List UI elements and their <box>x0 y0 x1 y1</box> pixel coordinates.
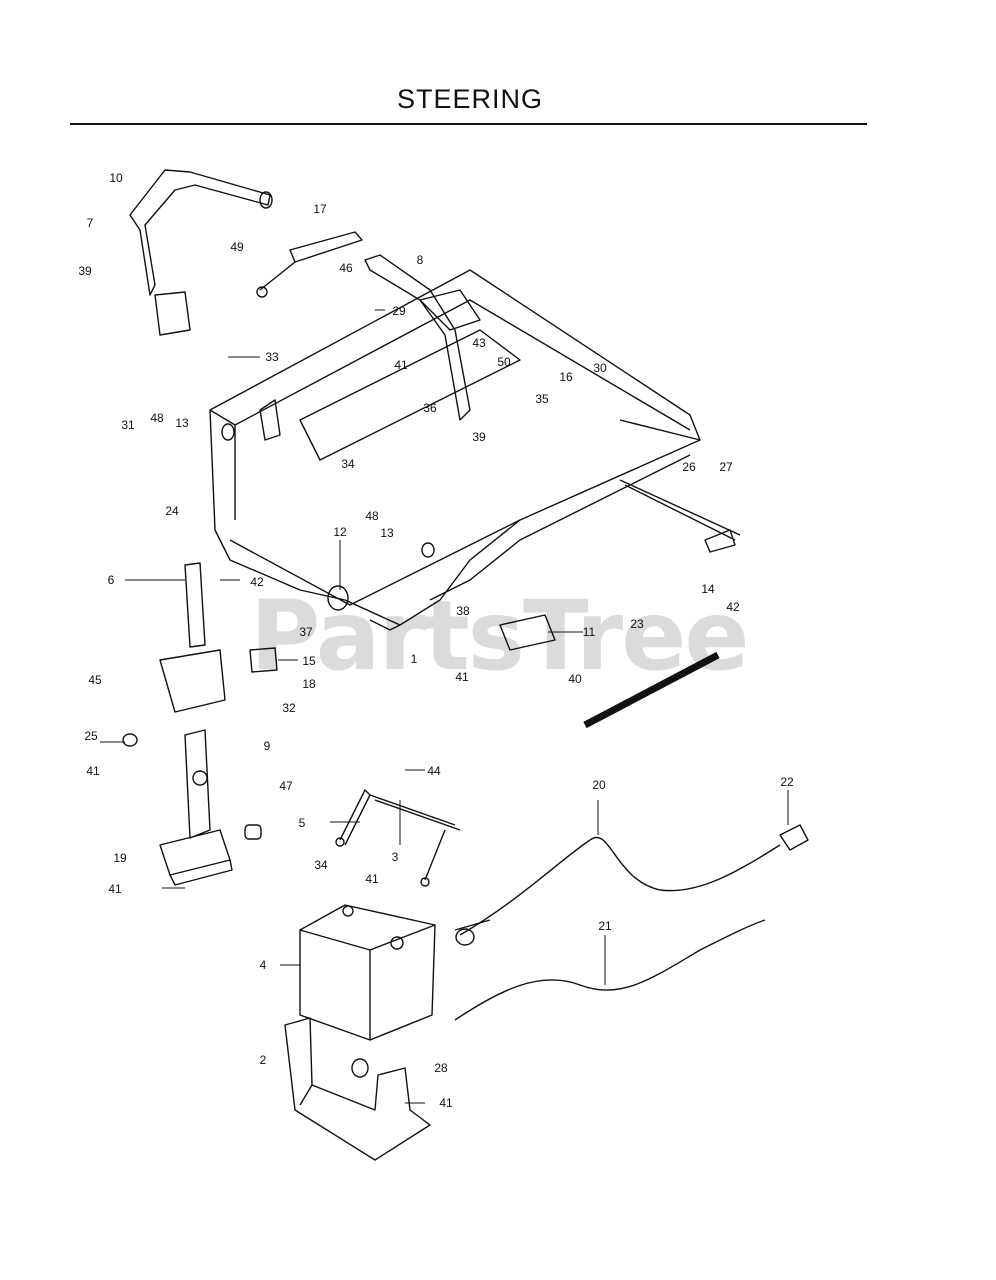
callout-37: 37 <box>299 625 313 639</box>
callout-35: 35 <box>535 392 549 406</box>
callout-14: 14 <box>701 582 715 596</box>
page-title: STEERING <box>396 84 544 114</box>
callout-30: 30 <box>593 361 607 375</box>
callout-38: 38 <box>456 604 470 618</box>
callout-9: 9 <box>263 739 271 753</box>
title-rule <box>70 123 867 125</box>
callout-22: 22 <box>780 775 794 789</box>
spring-bar <box>583 651 720 729</box>
callout-46: 46 <box>339 261 353 275</box>
callout-2: 2 <box>259 1053 267 1067</box>
mount-block <box>159 829 233 886</box>
callout-43: 43 <box>472 336 486 350</box>
callout-8: 8 <box>416 253 424 267</box>
callout-31: 31 <box>121 418 135 432</box>
callout-27: 27 <box>719 460 733 474</box>
callout-34b: 34 <box>314 858 328 872</box>
lever-tube <box>159 562 278 713</box>
callout-5: 5 <box>298 816 306 830</box>
callout-18: 18 <box>302 677 316 691</box>
leader-lines <box>100 309 789 1104</box>
callout-15: 15 <box>302 654 316 668</box>
damper-rod <box>256 231 363 298</box>
pivot-arm <box>122 729 262 840</box>
callout-33: 33 <box>265 350 279 364</box>
callout-44: 44 <box>427 764 441 778</box>
callout-29: 29 <box>392 304 406 318</box>
callout-42: 42 <box>250 575 264 589</box>
callout-41: 41 <box>394 358 408 372</box>
watermark: PartsTree <box>250 580 749 692</box>
callout-39: 39 <box>78 264 92 278</box>
callout-24: 24 <box>165 504 179 518</box>
battery <box>299 904 436 1041</box>
steering-levers <box>129 169 481 421</box>
right-shaft <box>619 479 741 553</box>
battery-tray <box>284 1017 431 1161</box>
callout-50: 50 <box>497 355 511 369</box>
cables <box>454 824 809 1021</box>
callout-41c: 41 <box>86 764 100 778</box>
callout-48b: 48 <box>365 509 379 523</box>
callout-39b: 39 <box>472 430 486 444</box>
callout-6: 6 <box>107 573 115 587</box>
callout-12: 12 <box>333 525 347 539</box>
callout-36: 36 <box>423 401 437 415</box>
callout-13b: 13 <box>380 526 394 540</box>
link-rods <box>335 789 461 887</box>
callout-17: 17 <box>313 202 327 216</box>
callout-19: 19 <box>113 851 127 865</box>
callout-47: 47 <box>279 779 293 793</box>
callout-32: 32 <box>282 701 296 715</box>
callout-7: 7 <box>86 216 94 230</box>
callout-41e: 41 <box>108 882 122 896</box>
callout-4: 4 <box>259 958 267 972</box>
callout-23: 23 <box>630 617 644 631</box>
bracket <box>499 614 556 651</box>
callout-45: 45 <box>88 673 102 687</box>
callout-28: 28 <box>434 1061 448 1075</box>
callout-40: 40 <box>568 672 582 686</box>
callout-26: 26 <box>682 460 696 474</box>
callout-48: 48 <box>150 411 164 425</box>
callout-42b: 42 <box>726 600 740 614</box>
callout-20: 20 <box>592 778 606 792</box>
callout-16: 16 <box>559 370 573 384</box>
callout-41d: 41 <box>365 872 379 886</box>
callout-49: 49 <box>230 240 244 254</box>
callout-41f: 41 <box>439 1096 453 1110</box>
callout-13: 13 <box>175 416 189 430</box>
callout-1: 1 <box>410 652 418 666</box>
callout-3: 3 <box>391 850 399 864</box>
callout-10: 10 <box>109 171 123 185</box>
callout-11: 11 <box>582 625 596 639</box>
callout-25: 25 <box>84 729 98 743</box>
callout-21: 21 <box>598 919 612 933</box>
callout-34: 34 <box>341 457 355 471</box>
callout-41b: 41 <box>455 670 469 684</box>
main-frame <box>209 269 701 631</box>
